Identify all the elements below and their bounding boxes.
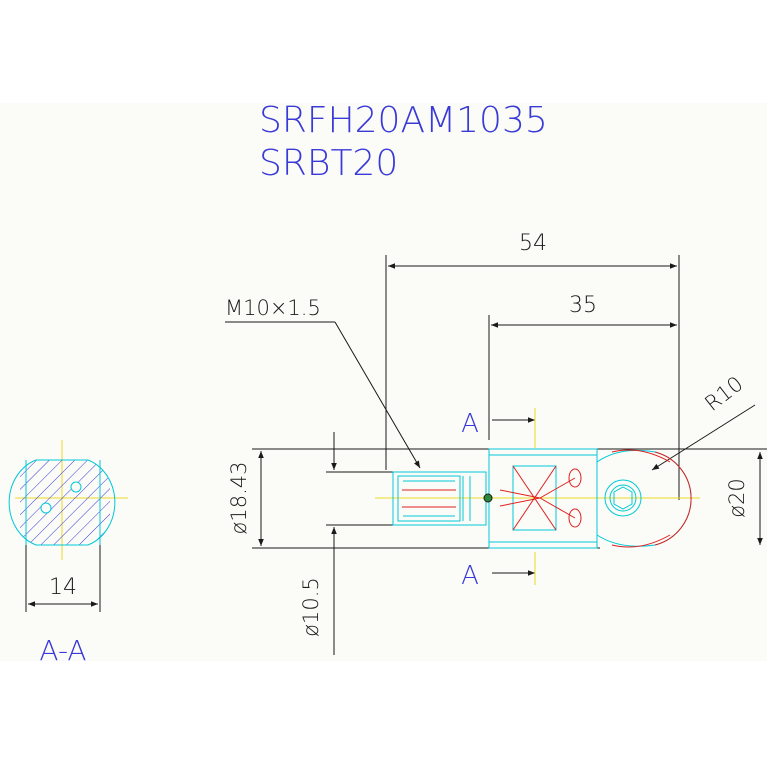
- section-marker-bottom-label: A: [461, 561, 479, 591]
- section-width-text: 14: [49, 575, 77, 600]
- dimension-35-text: 35: [569, 293, 597, 318]
- thread-leader: [225, 321, 421, 469]
- section-marker-top: [492, 408, 536, 448]
- section-label: A-A: [39, 634, 86, 667]
- section-marker-bottom: [492, 552, 536, 585]
- drawing-sheet: [0, 103, 767, 661]
- section-view: [8, 440, 128, 612]
- part-number-title: SRFH20AM1035: [259, 100, 548, 141]
- dimension-54-text: 54: [519, 231, 547, 256]
- thread-label: M10×1.5: [225, 296, 321, 320]
- dimension-d20-text: ø20: [725, 478, 749, 518]
- dimension-d10-text: ø10.5: [299, 577, 323, 637]
- dimension-35: [488, 315, 677, 440]
- radius-label: R10: [700, 372, 747, 416]
- sub-part-title: SRBT20: [259, 143, 398, 184]
- radius-leader: [651, 404, 756, 471]
- part-side-view: [375, 448, 700, 549]
- dimension-54: [385, 255, 680, 500]
- dimension-d18-text: ø18.43: [227, 462, 251, 535]
- section-marker-top-label: A: [461, 409, 479, 439]
